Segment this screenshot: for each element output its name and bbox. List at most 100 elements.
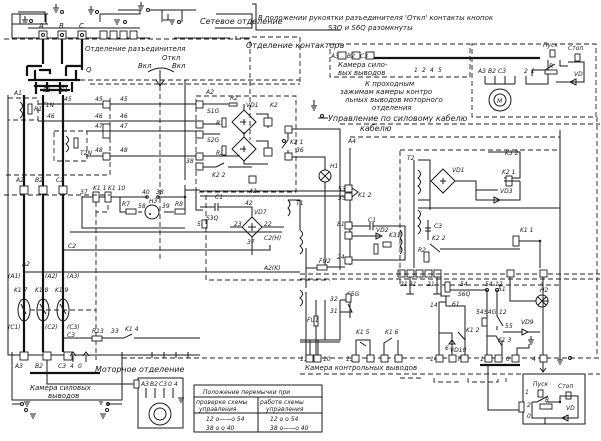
label-r: R <box>545 397 549 404</box>
label-vd7: VD7 <box>254 209 267 216</box>
label-s2g: S2G <box>207 137 220 144</box>
label-h3: H3 <box>149 198 158 205</box>
wire-31: 31 <box>409 281 417 288</box>
label-k17: K1 7 <box>14 287 28 294</box>
note-line-2: S3Q и S6Q разомкнуты <box>328 24 413 32</box>
terminal-0-ctrl: 0 <box>506 356 510 363</box>
start-label-top: Пуск <box>543 42 558 49</box>
jumper-row2-col2: 38 o——o 40 <box>270 425 309 432</box>
right-box-label-1: Камера сило- <box>338 61 388 69</box>
label-k21: K2 1 <box>290 139 303 146</box>
wire-54: 54 <box>460 281 468 288</box>
terminal-7: 7 <box>457 356 461 363</box>
transformer-t2: T2 VD1 K2 1 K3 2 VD3 C3 K2 2 K1 1 <box>399 130 561 360</box>
ground-icon <box>24 401 30 407</box>
label-s5g: S5G <box>347 291 360 298</box>
s3q-vd7-circuit: C1 42 S3Q 51 VD7 23 22 37 T1 FU2 FU1 <box>195 190 345 360</box>
ground-icon <box>22 16 28 25</box>
label-r8: R8 <box>175 201 183 208</box>
label-t2: T2 <box>407 155 415 162</box>
terminal-6: 6 <box>445 345 449 352</box>
wire-0: 21 <box>427 281 435 288</box>
lamp-h2-icon <box>535 294 549 308</box>
wire-32: 32 <box>330 296 338 303</box>
label-c3: C3 <box>434 223 442 230</box>
wire-48: 48 <box>95 147 103 154</box>
motor-icon <box>488 88 512 112</box>
stator-0: 0 <box>168 381 172 388</box>
label-k12-top: K1 2 <box>358 192 372 199</box>
motor-rotor-icon <box>148 402 172 426</box>
wire-37: 37 <box>247 239 255 246</box>
label-r2-a4: R2 <box>418 247 426 254</box>
control-box-label: Камера контрольных выводов <box>305 364 417 372</box>
label-a2k: A2(K) <box>263 265 281 272</box>
terminal-1-ctrl: 1 <box>480 356 484 363</box>
handle-note: В положении рукоятки разъединителя 'Откл… <box>252 3 494 32</box>
wire-51: 51 <box>197 221 205 228</box>
label-b1: B1 <box>43 87 51 94</box>
label-r2: R2 <box>230 95 238 102</box>
label-r1-ct: R1 <box>34 106 42 113</box>
stop-label-top: Стоп <box>568 45 583 52</box>
start-label: Пуск <box>533 381 548 388</box>
label-c1-a4: C1 <box>368 217 376 224</box>
terminal-5: 5 <box>438 67 442 74</box>
jumper-col2-line1: работе схемы <box>259 399 304 406</box>
label-b2: B2 <box>35 177 43 184</box>
label-s4g: S4G <box>484 309 497 316</box>
switch-off-label: Откл <box>162 54 181 62</box>
label-c1-paren: (C1) <box>8 324 21 331</box>
label-k15: K1 5 <box>356 329 370 336</box>
terminal-4-ctrl: 4 <box>532 356 536 363</box>
wire-33: 33 <box>111 328 119 335</box>
label-t1: T1 <box>296 200 303 207</box>
motor-terminal-2: 2 <box>524 68 528 75</box>
wire-45: 45 <box>120 96 128 103</box>
wire-58: 58 <box>138 203 146 210</box>
label-a2-paren: (A2) <box>45 273 58 280</box>
label-a1-paren: (A1) <box>8 273 21 280</box>
label-h2: H2 <box>540 287 549 294</box>
label-k14: K1 4 <box>125 326 139 333</box>
ground-icon <box>557 356 563 365</box>
wire-47: 47 <box>95 123 103 130</box>
terminal-14: 14 <box>430 356 438 363</box>
terminal-c3: C3 <box>360 53 368 60</box>
label-a3-paren: (A3) <box>67 273 80 280</box>
label-vd1-module: VD1 <box>246 102 259 109</box>
switch-on-right-label: Вкл <box>172 62 186 70</box>
cable-label: кабелю <box>360 124 392 133</box>
label-vd10: VD10 <box>450 347 467 354</box>
label-h1: H1 <box>330 163 338 170</box>
phase-label-b: B <box>59 22 64 30</box>
motor-terminal-1: 1 <box>531 68 535 75</box>
ground-icon <box>311 100 317 111</box>
terminal-10: 10 <box>323 356 331 363</box>
phase-label-c: C <box>79 22 84 30</box>
ground-icon <box>138 2 144 11</box>
ground-icon <box>30 413 36 419</box>
ground-icon <box>98 399 104 405</box>
wire-46: 46 <box>95 113 103 120</box>
wire-42: 42 <box>245 200 253 207</box>
wire-38: 38 <box>186 158 194 165</box>
wire-81: 81 <box>337 221 345 228</box>
jumper-col1-line1: проверке схемы <box>196 399 248 406</box>
label-c2h: C2(H) <box>264 235 281 242</box>
wire-35: 35 <box>338 195 346 202</box>
label-k110: K1 10 <box>108 185 125 192</box>
pendant-wire-2: 2 <box>527 402 531 409</box>
motor-terminal-a3: A3 <box>477 68 486 75</box>
wire-37: 37 <box>80 189 88 196</box>
switch-on-left-label: Вкл <box>138 62 152 70</box>
label-t1n: T1N <box>42 102 54 109</box>
label-vd2: VD2 <box>376 227 389 234</box>
label-r13: R13 <box>92 328 104 335</box>
label-k12: K1 2 <box>466 327 480 334</box>
label-fu1: FU1 <box>307 317 319 324</box>
wire-61: 61 <box>452 301 460 308</box>
terminal-1: 1 <box>414 67 418 74</box>
section-motor-label: Моторное отделение <box>95 365 184 374</box>
disconnector-q-label: Q <box>86 66 92 74</box>
